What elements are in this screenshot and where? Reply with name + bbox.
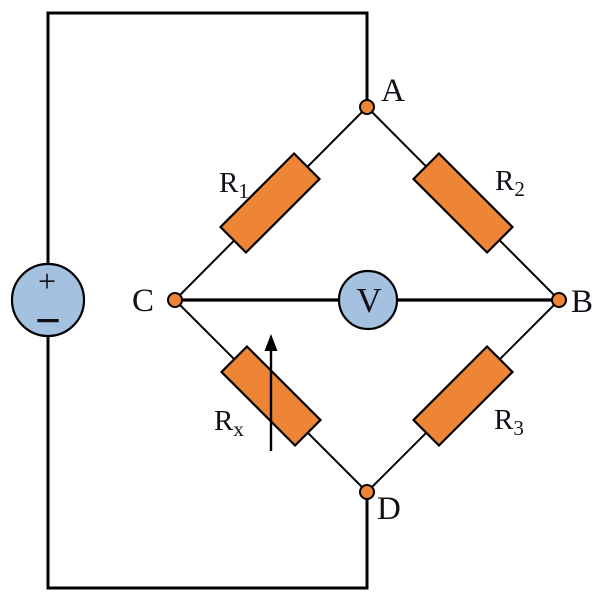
battery-icon bbox=[10, 262, 86, 338]
resistor-r3-label-sub: 3 bbox=[513, 416, 524, 440]
node-d-label: D bbox=[377, 491, 401, 527]
variable-resistor-arrow-head-icon bbox=[264, 334, 278, 351]
node-a-label: A bbox=[381, 73, 405, 109]
resistor-r3-label: R3 bbox=[494, 404, 524, 440]
resistor-r1-label-sub: 1 bbox=[238, 179, 249, 203]
resistor-r1-label: R1 bbox=[219, 167, 249, 203]
wire-battery-positive-to-node-a bbox=[46, 11, 369, 265]
resistor-r3-body bbox=[411, 344, 515, 448]
resistor-rx-label-base: R bbox=[214, 405, 234, 437]
battery-positive-terminal-label: + bbox=[38, 263, 56, 299]
node-b-label: B bbox=[571, 284, 593, 320]
resistor-r1-label-base: R bbox=[219, 167, 239, 199]
resistor-rx-label-sub: x bbox=[233, 417, 244, 441]
node-c-dot bbox=[167, 292, 183, 308]
resistor-r1-body bbox=[218, 151, 322, 255]
node-a-dot bbox=[359, 99, 375, 115]
resistor-rx-label: Rx bbox=[214, 405, 244, 441]
voltmeter-icon bbox=[337, 269, 399, 331]
resistor-r3-label-base: R bbox=[494, 404, 514, 436]
voltmeter-label: V bbox=[356, 281, 381, 320]
resistor-r2-body bbox=[411, 151, 515, 255]
resistor-r2-label-base: R bbox=[495, 165, 515, 197]
node-b-dot bbox=[551, 292, 567, 308]
wire-battery-negative-to-node-d bbox=[46, 335, 369, 590]
node-c-label: C bbox=[132, 283, 154, 319]
resistor-r2-label: R2 bbox=[495, 165, 525, 201]
battery-negative-terminal-label: − bbox=[35, 295, 61, 346]
node-d-dot bbox=[359, 484, 375, 500]
resistor-r2-label-sub: 2 bbox=[514, 177, 525, 201]
